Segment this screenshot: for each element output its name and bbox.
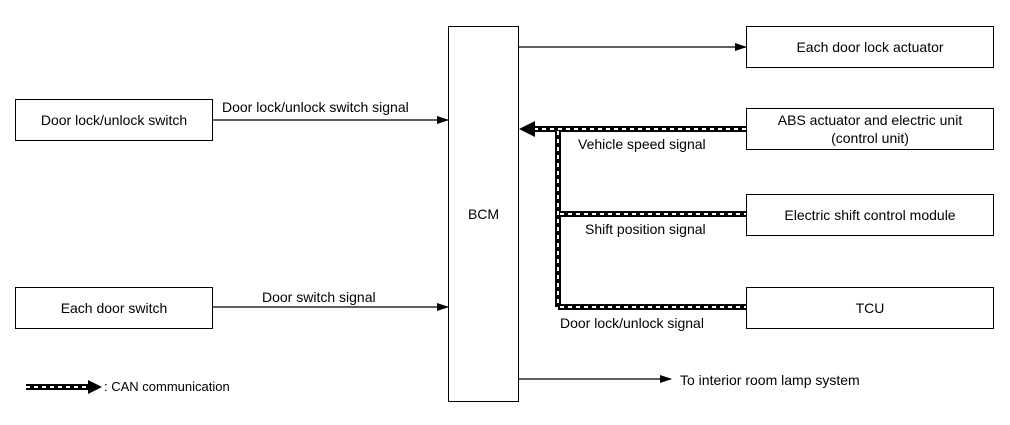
- each-door-lock-actuator-block: Each door lock actuator: [746, 26, 994, 68]
- electric-shift-control-module-label: Electric shift control module: [784, 207, 956, 223]
- to-interior-room-lamp-system-label: To interior room lamp system: [680, 372, 860, 388]
- each-door-switch-block: Each door switch: [15, 287, 213, 329]
- abs-actuator-block: ABS actuator and electric unit (control …: [746, 108, 994, 150]
- tcu-label: TCU: [855, 300, 885, 316]
- door-lock-unlock-signal-label: Door lock/unlock signal: [560, 315, 704, 331]
- vehicle-speed-signal-label: Vehicle speed signal: [578, 136, 706, 152]
- can-arrowhead: [519, 121, 535, 137]
- door-lock-unlock-switch-label: Door lock/unlock switch: [40, 112, 188, 128]
- abs-actuator-label-line2: (control unit): [831, 130, 909, 146]
- door-lock-unlock-switch-block: Door lock/unlock switch: [15, 99, 213, 141]
- can-bus-lines: [519, 121, 746, 310]
- legend-can-communication-label: : CAN communication: [104, 379, 230, 394]
- abs-actuator-label-line1: ABS actuator and electric unit: [777, 112, 963, 128]
- each-door-lock-actuator-label: Each door lock actuator: [796, 39, 944, 55]
- tcu-block: TCU: [746, 287, 994, 329]
- bcm-label: BCM: [467, 206, 500, 222]
- electric-shift-control-module-block: Electric shift control module: [746, 194, 994, 236]
- legend-can-sample: [26, 380, 102, 394]
- bcm-block: BCM: [448, 26, 519, 402]
- door-switch-signal-label: Door switch signal: [262, 289, 376, 305]
- shift-position-signal-label: Shift position signal: [585, 221, 706, 237]
- each-door-switch-label: Each door switch: [60, 300, 168, 316]
- door-lock-unlock-switch-signal-label: Door lock/unlock switch signal: [222, 99, 409, 115]
